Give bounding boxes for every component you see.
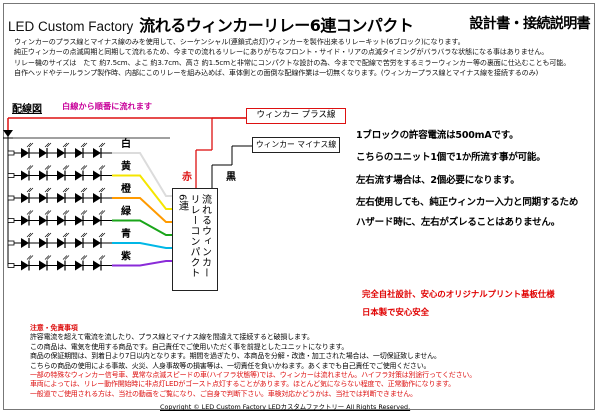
led-diode-icon (21, 238, 29, 248)
page-title: LED Custom Factory 流れるウィンカーリレー6連コンパクト 設計書・… (8, 12, 594, 36)
spec-line: 左右流す場合は、2個必要になります。 (356, 175, 520, 186)
caution-line: 許容電流を超えて電流を流したり、プラス線とマイナス線を間違えて接続すると破損しま… (30, 333, 314, 342)
led-diode-icon (21, 260, 29, 271)
red-note-line: 日本製で安心安全 (362, 307, 429, 317)
spec-line: こちらのユニット1個で1か所流す事が可能。 (356, 152, 546, 163)
wire-color-label: 青 (121, 227, 131, 240)
led-diode-icon (21, 148, 29, 158)
led-diode-icon (57, 170, 65, 181)
page-frame (3, 3, 595, 410)
led-diode-icon (39, 148, 47, 158)
intro-line: 純正ウィンカーの点滅周期と同期して流れるため、今までの流れるリレーにありがちなフ… (14, 47, 549, 57)
led-diode-icon (93, 170, 101, 181)
output-wire (112, 260, 172, 267)
winker-minus-box: ウィンカー マイナス線 (252, 137, 340, 153)
led-diode-icon (75, 148, 83, 158)
output-wire (112, 197, 172, 223)
caution-line: 商品の保証期間は、到着日より7日以内となります。期間を過ぎたり、本商品を分解・改… (30, 352, 441, 361)
led-diode-icon (39, 238, 47, 248)
led-diode-icon (57, 193, 65, 203)
led-diode-icon (57, 215, 65, 226)
led-diode-icon (93, 260, 101, 271)
wire-color-label: 紫 (121, 250, 131, 263)
intro-line: 自作ヘッドやテールランプ製作時、内部にこのリレーを組み込めば、車体側との面倒な配… (14, 68, 539, 78)
caution-line: この商品は、電気を使用する商品です。自己責任でご使用いただく事を前提としたユニッ… (30, 342, 349, 351)
document-type: 設計書・接続説明書 (469, 16, 590, 32)
led-diode-icon (57, 260, 65, 271)
led-diode-icon (57, 148, 65, 158)
wire-color-label: 白 (121, 137, 131, 150)
wire-color-label: 橙 (121, 182, 132, 195)
caution-section: 注意・免責事項 許容電流を超えて電流を流したり、プラス線とマイナス線を間違えて接… (30, 324, 590, 399)
led-diode-icon (3, 130, 13, 137)
intro-line: リレー機のサイズは たて 約7.5cm、よこ 約3.7cm、高さ 約1.5cmと… (14, 57, 571, 67)
led-diode-icon (39, 215, 47, 226)
led-diode-icon (57, 238, 65, 248)
caution-red-line: 車両によっては、リレー動作開始時に非点灯LEDがゴースト点灯することがあります。… (30, 380, 455, 389)
wire-color-label: 黄 (121, 160, 131, 173)
intro-line: ウィンカーのプラス線とマイナス線のみを使用して、シーケンシャル(連鎖式点灯)ウィ… (14, 37, 465, 46)
spec-line: ハザード時に、左右がズレることはありません。 (356, 217, 561, 228)
led-diode-icon (21, 170, 29, 181)
led-diode-icon (75, 170, 83, 181)
caution-red-line: 一般道でご使用される方は、当社の動画をご覧になり、ご自身で判断下さい。車検対応か… (30, 389, 417, 398)
led-diode-icon (75, 215, 83, 226)
red-note-line: 完全自社設計、安心のオリジナルプリント基板仕様 (362, 289, 555, 299)
led-diode-icon (39, 193, 47, 203)
led-diode-icon (39, 170, 47, 181)
output-wire (112, 152, 172, 197)
spec-line: 左右使用しても、純正ウィンカー入力と同期するため (356, 197, 579, 208)
led-diode-icon (39, 260, 47, 271)
led-diode-icon (93, 215, 101, 226)
caution-heading: 注意・免責事項 (30, 324, 78, 332)
spec-line: 1ブロックの許容電流は500mAです。 (356, 130, 519, 141)
winker-plus-box: ウィンカー プラス線 (246, 108, 346, 124)
output-wire (112, 174, 172, 210)
relay-unit-box (172, 188, 218, 291)
led-diode-icon (93, 193, 101, 203)
output-wire (112, 242, 172, 249)
wire-color-label: 緑 (121, 205, 132, 218)
copyright: Copyright © LED Custom Factory LEDカスタムファ… (160, 403, 411, 411)
led-diode-icon (21, 215, 29, 226)
red-wire-label: 赤 (182, 172, 192, 183)
led-diode-icon (93, 148, 101, 158)
caution-red-line: 一部の特殊なウィンカー信号車、異常な点滅スピードの車(ハイフラ状態等)では、ウィ… (30, 371, 477, 380)
led-diode-icon (21, 193, 29, 203)
wiring-order-note: 白線から順番に流れます (62, 101, 153, 111)
brand-name: LED Custom Factory (8, 19, 134, 34)
led-diode-icon (75, 193, 83, 203)
led-diode-icon (75, 238, 83, 248)
relay-unit-label: 流れるウィンカーリレーコンパクト 6連 (176, 194, 211, 289)
product-title: 流れるウィンカーリレー6連コンパクト (139, 16, 414, 35)
wiring-diagram-title: 配線図 (12, 104, 42, 115)
led-diode-icon (75, 260, 83, 271)
led-diode-icon (93, 238, 101, 248)
output-wire (112, 219, 172, 236)
caution-line: こちらの商品の使用による事故、火災、人身事故等の損害等は、一切責任を負いかねます… (30, 361, 431, 370)
intro-text: ウィンカーのプラス線とマイナス線のみを使用して、シーケンシャル(連鎖式点灯)ウィ… (14, 37, 594, 79)
black-wire-label: 黒 (226, 172, 236, 183)
